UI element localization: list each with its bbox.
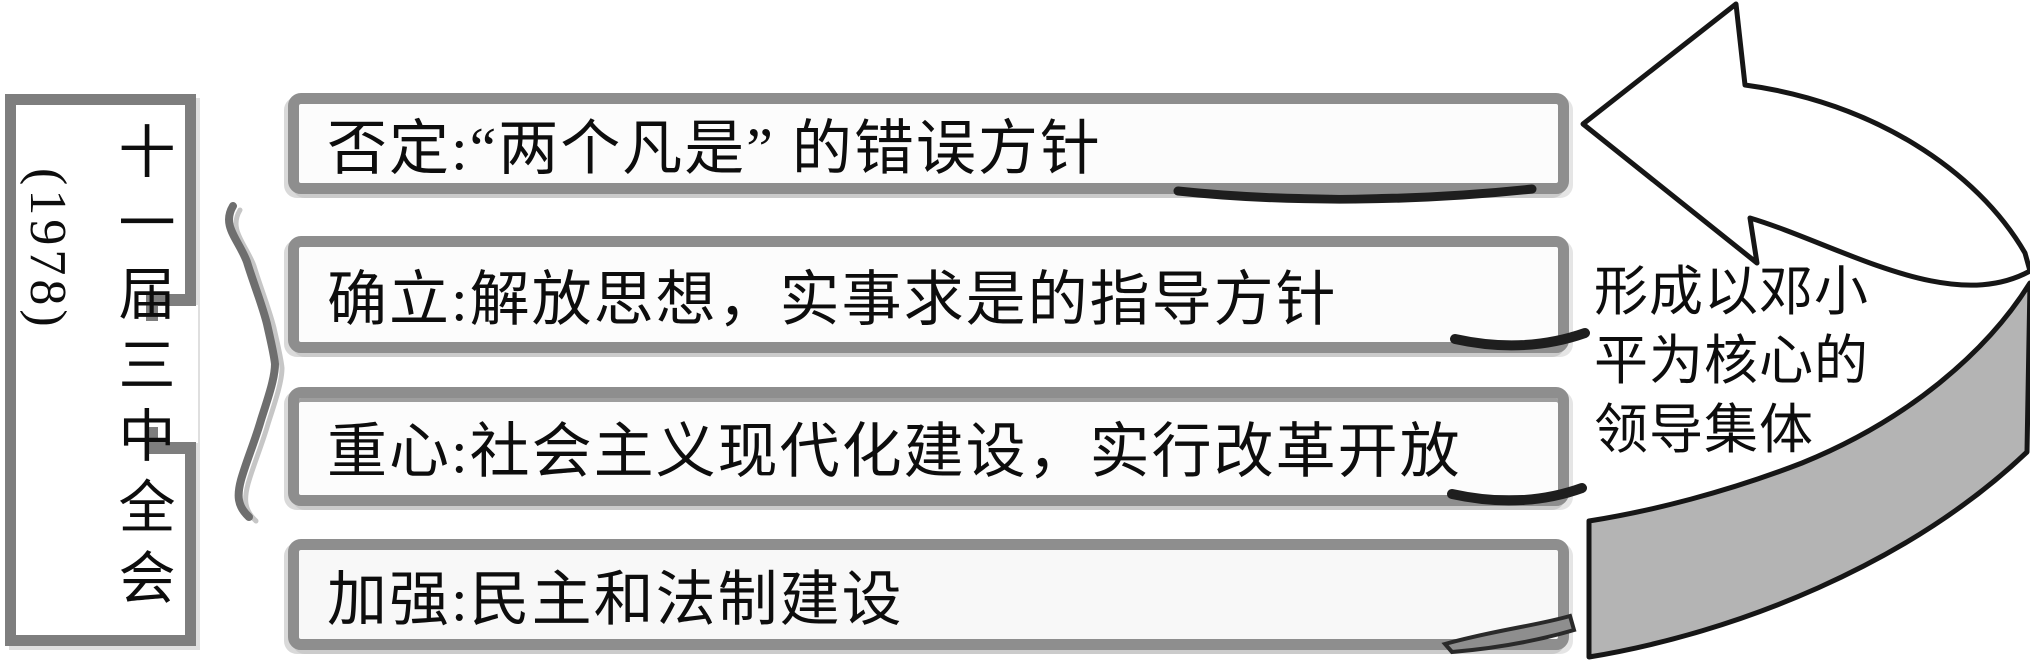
border-hook-bottom <box>146 442 196 454</box>
outcome-line: 领导集体 <box>1594 400 1814 460</box>
decision-box-establish: 确立:解放思想，实事求是的指导方针 <box>288 236 1569 353</box>
session-title-vertical: 十一届三中全会 <box>110 122 173 619</box>
outcome-line: 平为核心的 <box>1594 331 1869 391</box>
border-hook-bottom-stub <box>146 427 158 454</box>
session-year-label: (1978) <box>19 168 76 331</box>
decision-label: 否定:“两个凡是” 的错误方针 <box>327 116 1102 182</box>
brace-arrow-icon <box>225 202 285 524</box>
border-hook-top-stub <box>146 294 158 321</box>
decision-label: 加强:民主和法制建设 <box>327 567 904 633</box>
decision-label: 重心:社会主义现代化建设，实行改革开放 <box>327 419 1462 485</box>
outcome-line: 形成以邓小 <box>1594 262 1869 322</box>
title-box-border-gap <box>182 305 198 443</box>
outcome-text: 形成以邓小 平为核心的 领导集体 <box>1594 258 1964 465</box>
decision-box-focus: 重心:社会主义现代化建设，实行改革开放 <box>288 387 1569 506</box>
decision-box-strengthen: 加强:民主和法制建设 <box>288 539 1569 650</box>
decision-box-negate: 否定:“两个凡是” 的错误方针 <box>288 93 1569 194</box>
border-hook-top <box>146 294 196 306</box>
session-title-box <box>5 94 196 646</box>
decision-label: 确立:解放思想，实事求是的指导方针 <box>327 267 1338 333</box>
curved-arrow-body <box>1580 1 2030 288</box>
